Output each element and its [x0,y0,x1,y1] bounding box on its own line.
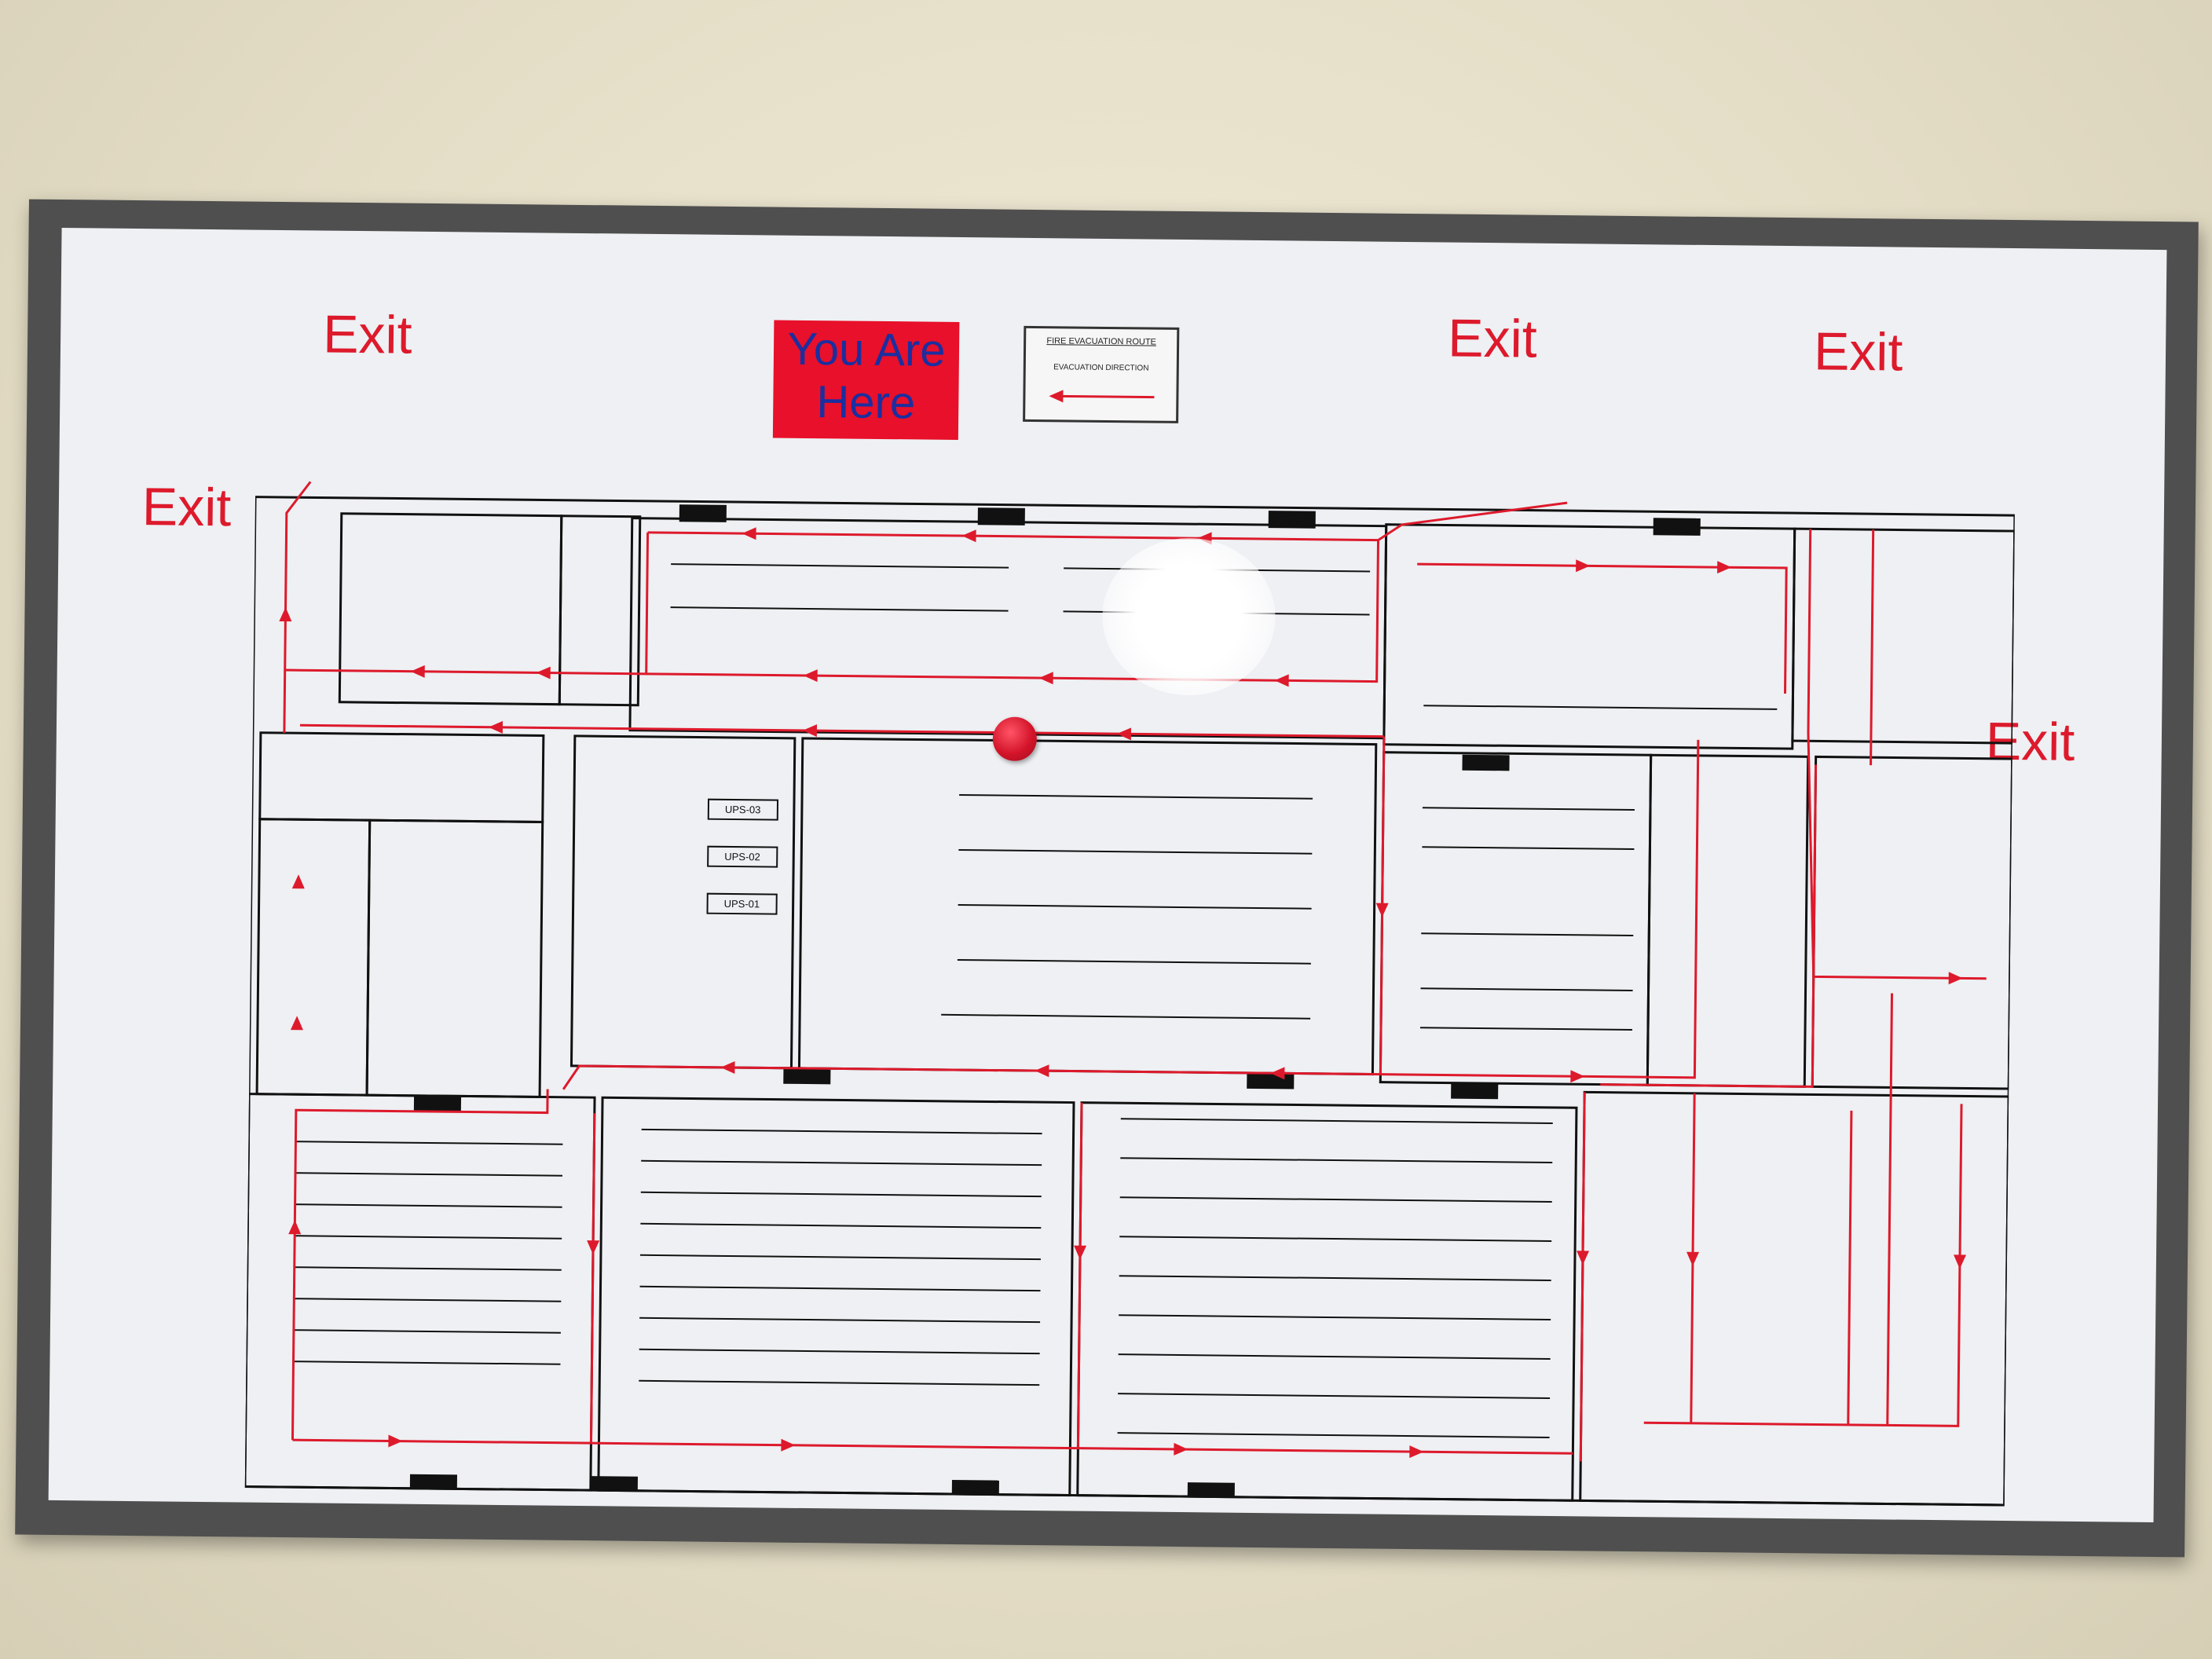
legend-title: FIRE EVACUATION ROUTE [1046,336,1156,347]
sign-frame: Exit Exit Exit Exit Exit You Are Here FI… [15,199,2199,1558]
you-are-here-line-2: Here [816,375,916,429]
you-are-here-badge: You Are Here [772,320,960,440]
legend-direction-label: EVACUATION DIRECTION [1053,363,1149,373]
evacuation-map-sheet: Exit Exit Exit Exit Exit You Are Here FI… [48,228,2167,1522]
ups-03-label: UPS-03 [707,798,778,821]
legend-box: FIRE EVACUATION ROUTE EVACUATION DIRECTI… [1023,325,1180,423]
floor-plan [244,481,2016,1507]
evacuation-route-lines [283,481,1987,1462]
exit-label-top-right: Exit [1813,321,1903,383]
legend-arrow-icon [1049,390,1155,403]
rack-rows [293,563,1778,1438]
route-arrows [279,527,1967,1459]
hatched-doors [409,504,1701,1497]
ups-01-label: UPS-01 [706,892,778,915]
exit-label-left: Exit [141,477,232,538]
you-are-here-line-1: You Are [787,323,946,376]
you-are-here-marker [992,716,1038,762]
exit-label-top-left: Exit [322,304,412,365]
flash-glare [1101,537,1276,697]
exit-label-top-middle: Exit [1447,308,1537,369]
ups-02-label: UPS-02 [707,845,778,868]
